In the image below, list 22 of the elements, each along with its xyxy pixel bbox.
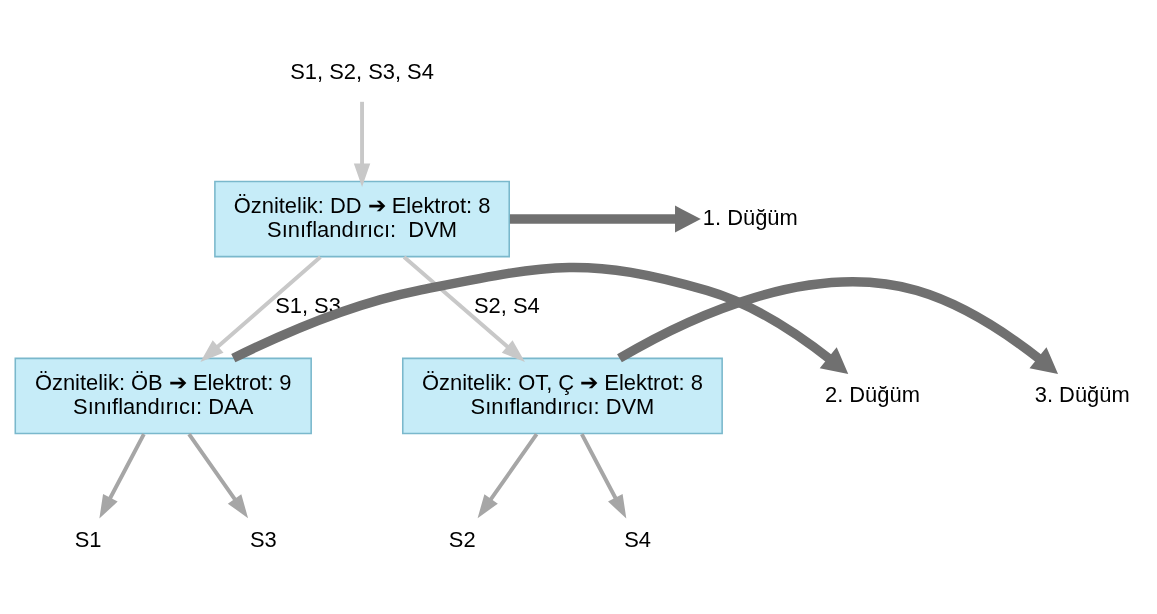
node-text: S2: [448, 526, 476, 552]
node-text: S4: [624, 526, 651, 552]
arrow: [353, 101, 371, 187]
node-text: 3. Düğüm: [1034, 381, 1130, 407]
node-text: 1. Düğüm: [702, 204, 798, 230]
node-box: Öznitelik: ÖB ➔ Elektrot: 9 Sınıflandırıcı: DAA: [14, 357, 312, 434]
node-box: Öznitelik: DD ➔ Elektrot: 8 Sınıflandırıcı: DVM: [214, 180, 510, 257]
arrow: [187, 432, 249, 518]
arrow: [477, 432, 539, 518]
arrow: [580, 432, 627, 519]
node-text: 2. Düğüm: [824, 381, 920, 407]
arrow: [509, 205, 701, 233]
arrow: [200, 255, 322, 362]
node-text: S1: [74, 526, 102, 552]
arrow: [99, 432, 146, 519]
node-box: Öznitelik: OT, Ç ➔ Elektrot: 8 Sınıflandırıcı: DVM: [401, 357, 723, 434]
edge-label: S2, S4: [473, 292, 540, 318]
node-text: S3: [250, 526, 277, 552]
arrow: [231, 262, 849, 374]
arrow: [617, 276, 1059, 374]
node-text: S1, S2, S3, S4: [290, 58, 434, 84]
arrow: [402, 255, 525, 362]
